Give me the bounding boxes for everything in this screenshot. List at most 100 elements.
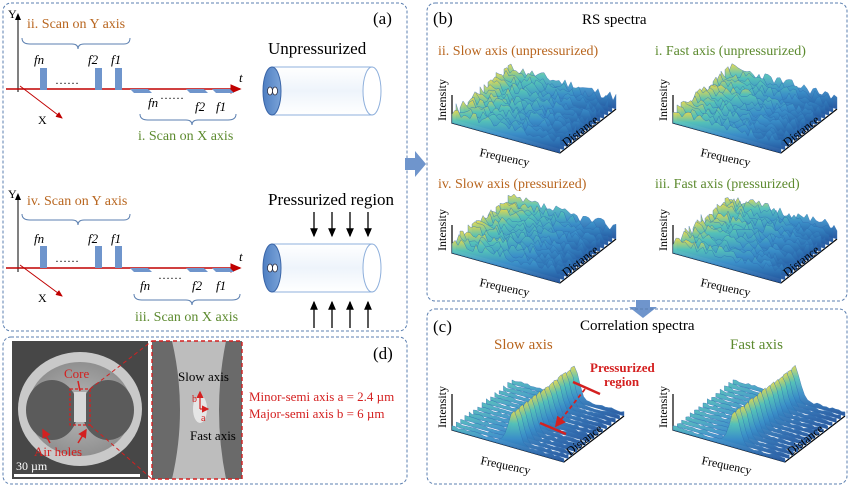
- axis-label-intensity: Intensity: [656, 79, 670, 121]
- fn-label-y: fn: [34, 52, 44, 67]
- axis-label-frequency: Frequency: [479, 453, 531, 477]
- pressurized-title: Pressurized region: [268, 190, 395, 209]
- panel-b-label: (b): [433, 9, 453, 28]
- brace-y: [21, 37, 131, 50]
- air-hole-pointer: [77, 428, 87, 444]
- unpressurized-title: Unpressurized: [268, 39, 367, 58]
- axis-y-label: Y: [8, 7, 17, 21]
- f1-label-x: f1: [216, 99, 226, 114]
- dots-x: ……: [160, 88, 184, 102]
- scale-label: 30 µm: [16, 459, 48, 473]
- fiber-micrograph: Core Air holes 30 µm: [12, 341, 148, 479]
- bar-f1-x: [212, 89, 234, 93]
- scan-y-label-2: iv. Scan on Y axis: [27, 194, 127, 209]
- correlation-plots: IntensityFrequencyDistanceIntensityFrequ…: [435, 364, 846, 477]
- axis-t-label-2: t: [239, 249, 243, 264]
- f2-label-x: f2: [195, 99, 206, 114]
- f1-label-x-2: f1: [216, 278, 226, 293]
- surface-strip: [451, 110, 561, 154]
- surface-strip: [451, 239, 561, 284]
- panel-a: (a) Y t X ii. Scan on Y axis fn f2 f1 ………: [2, 2, 408, 332]
- major-axis-text: Major-semi axis b = 6 µm: [249, 406, 385, 421]
- bar-fn-x: [130, 89, 152, 93]
- x-axis-2: [19, 264, 63, 297]
- scan-x-label: i. Scan on X axis: [138, 129, 233, 144]
- pressurized-annotation: Pressurized region: [539, 360, 656, 436]
- bar-fn-x-2: [130, 268, 152, 272]
- bar-f1-x-2: [212, 268, 234, 272]
- bracket-bottom: [539, 421, 567, 436]
- axis-label-frequency: Frequency: [478, 145, 530, 169]
- bar-fn-y: [40, 68, 47, 90]
- surface-strip: [672, 237, 782, 284]
- air-holes-label: Air holes: [34, 444, 82, 459]
- slow-axis-title: Slow axis: [494, 337, 553, 353]
- panel-c-border: [426, 308, 848, 485]
- fiber-cylinder-icon: [262, 243, 382, 293]
- plot-title-slow-unpress: ii. Slow axis (unpressurized): [438, 44, 599, 59]
- bar-f1-y-2: [115, 246, 122, 268]
- bar-fn-y-2: [40, 246, 47, 268]
- plot-title-fast-press: iii. Fast axis (pressurized): [655, 177, 800, 192]
- pressure-arrows-bottom: [310, 300, 372, 328]
- x-axis: [19, 85, 63, 119]
- scan-x-label-2: iii. Scan on X axis: [135, 310, 238, 325]
- bar-f2-y-2: [95, 246, 102, 268]
- panel-d-label: (d): [373, 344, 393, 363]
- f2-label-y: f2: [88, 52, 99, 67]
- scheme-top: Y t X ii. Scan on Y axis fn f2 f1 …… fn …: [6, 7, 382, 144]
- f1-label-y: f1: [111, 52, 121, 67]
- plot-title-fast-unpress: i. Fast axis (unpressurized): [655, 44, 806, 59]
- axis-label-intensity: Intensity: [656, 209, 670, 251]
- fn-label-y-2: fn: [34, 231, 44, 246]
- panel-c: (c) Correlation spectra Slow axis Fast a…: [426, 308, 848, 485]
- core-pointer: [77, 380, 81, 392]
- arrow-right-icon: [405, 151, 426, 177]
- a-label: a: [201, 413, 206, 424]
- axis-label-intensity: Intensity: [435, 386, 449, 428]
- pressurized-label-line2: region: [604, 374, 640, 389]
- axis-label-intensity: Intensity: [435, 79, 449, 121]
- fiber-cylinder-icon: [262, 66, 382, 116]
- scale-bar: [14, 474, 140, 477]
- brace-x-2: [133, 293, 241, 306]
- axis-y-label-2: Y: [8, 187, 17, 201]
- dots-y-2: ……: [55, 251, 79, 265]
- core-zoom: Slow axis Fast axis b a: [151, 340, 243, 480]
- fn-label-x: fn: [148, 95, 158, 110]
- panel-d: (d) Core Air holes 30 µm Slo: [2, 336, 408, 485]
- axis-label-intensity: Intensity: [656, 386, 670, 428]
- core-label: Core: [64, 366, 90, 381]
- axis-t-label: t: [239, 70, 243, 85]
- bar-f1-y: [115, 68, 122, 90]
- fast-axis-title: Fast axis: [730, 337, 783, 353]
- axis-label-intensity: Intensity: [435, 209, 449, 251]
- axis-label-frequency: Frequency: [478, 275, 530, 299]
- surface-strip: [672, 411, 786, 463]
- panel-c-title: Correlation spectra: [580, 318, 695, 334]
- surface-strip: [672, 111, 782, 154]
- dots-y: ……: [55, 73, 79, 87]
- scan-y-label: ii. Scan on Y axis: [27, 17, 125, 32]
- air-hole-pointer: [42, 428, 51, 444]
- axis-label-frequency: Frequency: [699, 145, 751, 169]
- panel-c-label: (c): [433, 317, 452, 336]
- axis-label-frequency: Frequency: [700, 453, 752, 477]
- fn-label-x-2: fn: [140, 278, 150, 293]
- bracket-top: [572, 380, 601, 396]
- f2-label-y-2: f2: [88, 231, 99, 246]
- bar-f2-y: [95, 68, 102, 90]
- bar-f2-x-2: [186, 268, 208, 272]
- minor-axis-text: Minor-semi axis a = 2.4 µm: [249, 389, 394, 404]
- pressure-arrows-top: [310, 212, 372, 238]
- panel-a-label: (a): [373, 9, 392, 28]
- axis-x-label: X: [38, 113, 47, 127]
- dots-x-2: ……: [158, 268, 182, 282]
- panel-b: (b) RS spectra ii. Slow axis (unpressuri…: [426, 2, 848, 302]
